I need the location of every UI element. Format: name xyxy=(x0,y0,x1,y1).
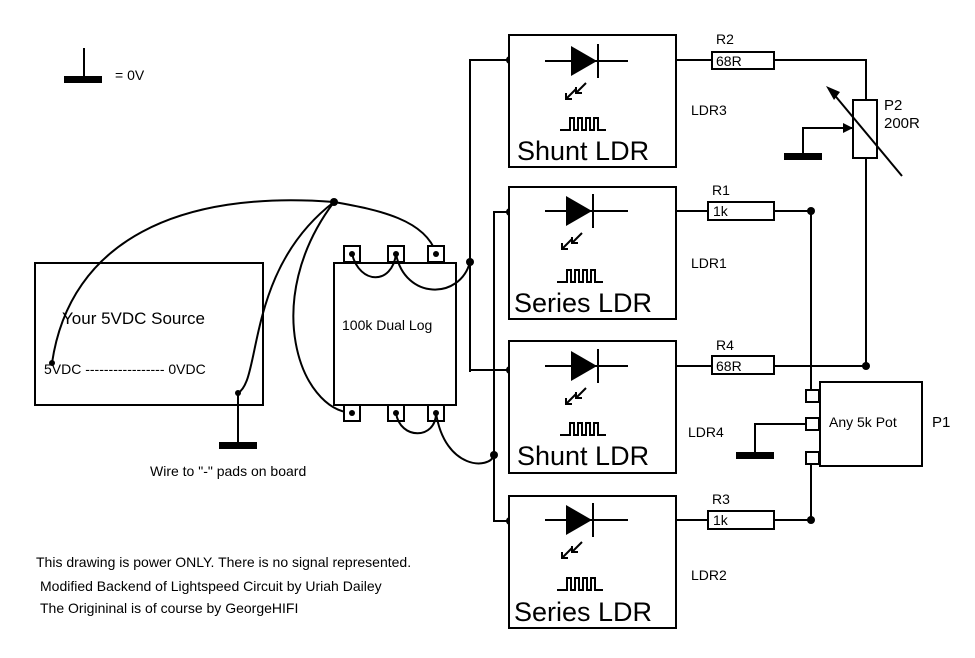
pot-pin xyxy=(805,451,820,465)
ldr-name: LDR2 xyxy=(691,567,727,583)
wire-to-pin3 xyxy=(333,201,437,254)
ldr-icon xyxy=(560,117,606,131)
dual-log-pot: 100k Dual Log xyxy=(333,245,457,422)
ldr-name: LDR4 xyxy=(688,424,724,440)
light-arrows-icon xyxy=(561,541,583,559)
resistor-ref: R1 xyxy=(712,182,730,198)
ldr-module-label: Series LDR xyxy=(514,597,652,627)
resistor-ref: R4 xyxy=(716,337,734,353)
ldr-module-series-upper: Series LDR xyxy=(508,186,677,320)
resistor-value: 68R xyxy=(716,53,742,69)
ldr-module-label: Shunt LDR xyxy=(517,441,649,471)
source-ground-note: Wire to "-" pads on board xyxy=(150,463,306,479)
note-line: Modified Backend of Lightspeed Circuit b… xyxy=(40,578,382,594)
resistor-value: 68R xyxy=(716,358,742,374)
notes: This drawing is power ONLY. There is no … xyxy=(36,554,411,616)
ldr-module-label: Shunt LDR xyxy=(517,136,649,166)
light-arrows-icon xyxy=(565,82,587,100)
source-box xyxy=(34,262,264,406)
trimmer-arrow-icon xyxy=(831,91,903,177)
ldr-module-shunt-top: Shunt LDR xyxy=(508,34,677,168)
pot-pin xyxy=(805,417,820,431)
ldr-module-label: Series LDR xyxy=(514,288,652,318)
led-icon xyxy=(571,46,597,76)
dual-pot-body xyxy=(333,262,457,406)
led-icon xyxy=(571,351,597,381)
pot-p1: Any 5k Pot P1 xyxy=(805,381,950,467)
ldr-icon xyxy=(557,577,603,591)
pot-body xyxy=(819,381,923,467)
led-icon xyxy=(566,196,592,226)
ldr-icon xyxy=(557,269,603,283)
light-arrows-icon xyxy=(561,232,583,250)
trimmer-p2: P2 200R xyxy=(784,86,920,177)
pot-pin xyxy=(805,389,820,403)
ldr-module-shunt-lower: Shunt LDR xyxy=(508,340,677,474)
trimmer-value: 200R xyxy=(884,115,920,132)
trimmer-ref: P2 xyxy=(884,97,902,114)
ground-legend: = 0V xyxy=(64,48,145,83)
resistor-value: 1k xyxy=(713,203,729,219)
ldr-name: LDR3 xyxy=(691,102,727,118)
trimmer-body xyxy=(852,99,878,159)
ground-icon xyxy=(736,452,774,459)
ground-icon xyxy=(784,153,822,160)
led-icon xyxy=(566,505,592,535)
source-title: Your 5VDC Source xyxy=(62,309,205,328)
resistor-value: 1k xyxy=(713,512,729,528)
dual-pot-label: 100k Dual Log xyxy=(342,317,432,333)
ground-icon xyxy=(64,76,102,83)
ldr-icon xyxy=(560,422,606,436)
resistor-ref: R2 xyxy=(716,31,734,47)
resistor-ref: R3 xyxy=(712,491,730,507)
power-source: Your 5VDC Source 5VDC ----------------- … xyxy=(34,262,306,479)
note-line: The Origininal is of course by GeorgeHIF… xyxy=(40,600,298,616)
source-terminals: 5VDC ----------------- 0VDC xyxy=(44,361,206,377)
wire-0vdc-loop xyxy=(237,201,335,394)
note-line: This drawing is power ONLY. There is no … xyxy=(36,554,411,570)
ground-icon xyxy=(219,442,257,449)
ldr-module-series-lower: Series LDR xyxy=(508,495,677,629)
wire-to-pin4 xyxy=(292,201,353,414)
ground-legend-label: = 0V xyxy=(115,67,145,83)
pot-ref: P1 xyxy=(932,414,950,431)
wire-5vdc xyxy=(51,199,335,364)
pot-label: Any 5k Pot xyxy=(829,414,897,430)
light-arrows-icon xyxy=(565,387,587,405)
ldr-name: LDR1 xyxy=(691,255,727,271)
